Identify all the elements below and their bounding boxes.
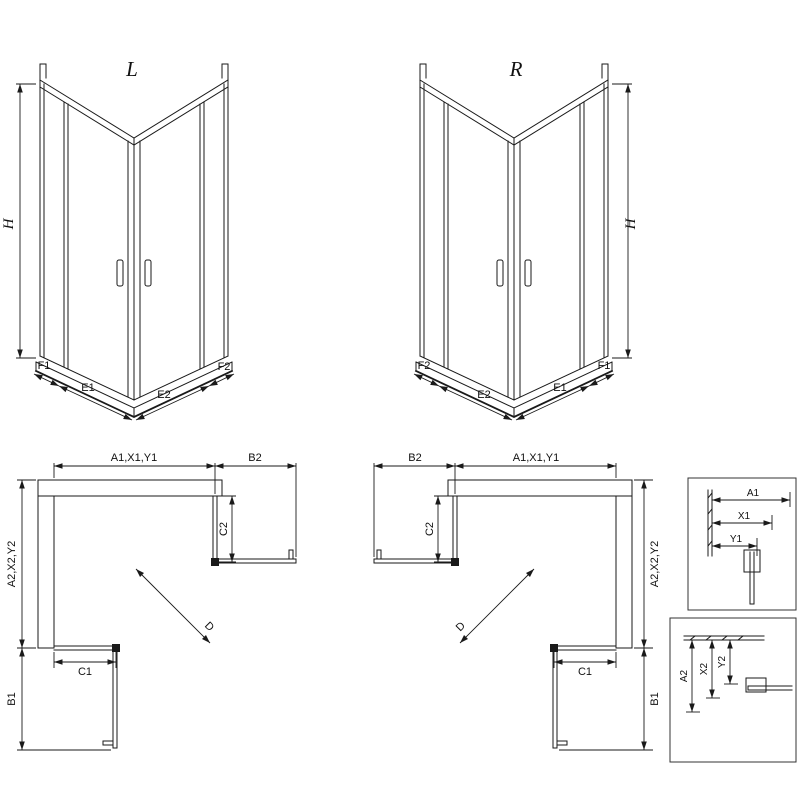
dim-label-a1-detail: A1 <box>747 488 760 499</box>
detail-frame <box>669 617 797 763</box>
dimensions-front-left: H F1 E1 E2 F2 L <box>1 57 235 421</box>
dim-label-c2-left-plan: C2 <box>218 522 230 536</box>
dim-label-x1-detail: X1 <box>738 511 751 522</box>
door-hinge <box>211 558 219 566</box>
wall-hatch-top <box>447 479 633 497</box>
door-handle-icon <box>556 740 568 746</box>
dim-label-x2-detail: X2 <box>699 662 710 675</box>
door-handle-icon <box>144 259 152 287</box>
dim-label-f2-left: F2 <box>218 361 231 373</box>
dim-label-d-right-plan: D <box>454 620 468 634</box>
dim-label-e2-left: E2 <box>157 389 170 401</box>
dim-label-b1-left-plan: B1 <box>6 692 18 705</box>
plan-structure-right <box>373 479 633 749</box>
detail-inset-bottom: A2 X2 Y2 <box>669 617 797 763</box>
wall-hatch-side <box>37 495 55 649</box>
detail-inset-top: A1 X1 Y1 <box>687 477 797 611</box>
dimensions-detail-top: A1 X1 Y1 <box>712 488 791 556</box>
door-hinge <box>451 558 459 566</box>
door-handle-icon <box>524 259 532 287</box>
dimensions-plan-left: A1,X1,Y1 B2 A2,X2,Y2 B1 C2 C1 D <box>6 452 297 751</box>
dim-label-a2-detail: A2 <box>679 669 690 682</box>
dim-label-b2-right-plan: B2 <box>408 452 421 464</box>
dim-label-depth-left-plan: A2,X2,Y2 <box>6 541 18 587</box>
dim-label-depth-right-plan: A2,X2,Y2 <box>649 541 661 587</box>
front-view-left: H F1 E1 E2 F2 L <box>1 57 235 421</box>
variant-label-r: R <box>509 57 523 81</box>
dim-label-e1-left: E1 <box>81 382 94 394</box>
dim-label-c1-left-plan: C1 <box>78 666 92 678</box>
front-view-right: H F2 E2 E1 F1 R <box>413 57 639 421</box>
dim-label-c2-right-plan: C2 <box>424 522 436 536</box>
enclosure-structure-left <box>34 63 234 418</box>
door-handle-icon <box>102 740 114 746</box>
profile-section-bottom <box>683 635 793 693</box>
profile-section-top <box>707 489 761 605</box>
dim-label-f1-right: F1 <box>598 360 611 372</box>
plan-structure-left <box>37 479 297 749</box>
dim-label-d-left-plan: D <box>202 620 216 634</box>
door-handle-icon <box>116 259 124 287</box>
plan-view-left: A1,X1,Y1 B2 A2,X2,Y2 B1 C2 C1 D <box>6 452 297 751</box>
wall-hatch-top <box>37 479 223 497</box>
door-hinge <box>550 644 558 652</box>
dim-label-f2-right: F2 <box>418 360 431 372</box>
dim-label-e2-right: E2 <box>477 389 490 401</box>
dim-label-y2-detail: Y2 <box>717 655 728 668</box>
dim-label-width-right-plan: A1,X1,Y1 <box>513 452 559 464</box>
variant-label-l: L <box>125 57 138 81</box>
door-handle-icon <box>288 549 294 560</box>
height-dim-label-left: H <box>1 217 17 230</box>
dimensions-detail-bottom: A2 X2 Y2 <box>679 640 738 713</box>
plan-view-right: B2 A1,X1,Y1 A2,X2,Y2 B1 C2 C1 D <box>373 452 661 751</box>
wall-hatch-side <box>615 495 633 649</box>
dim-label-e1-right: E1 <box>553 382 566 394</box>
detail-frame <box>687 477 797 611</box>
door-hinge <box>112 644 120 652</box>
dim-label-b1-right-plan: B1 <box>649 692 661 705</box>
door-handle-icon <box>376 549 382 560</box>
dim-label-b2-left-plan: B2 <box>248 452 261 464</box>
dimensions-front-right: H F2 E2 E1 F1 R <box>413 57 639 421</box>
enclosure-structure-right <box>414 63 614 418</box>
dim-label-c1-right-plan: C1 <box>578 666 592 678</box>
dim-label-width-left-plan: A1,X1,Y1 <box>111 452 157 464</box>
dim-label-y1-detail: Y1 <box>730 534 743 545</box>
dim-label-f1-left: F1 <box>38 360 51 372</box>
dimensions-plan-right: B2 A1,X1,Y1 A2,X2,Y2 B1 C2 C1 D <box>373 452 661 751</box>
height-dim-label-right: H <box>623 217 639 230</box>
door-handle-icon <box>496 259 504 287</box>
